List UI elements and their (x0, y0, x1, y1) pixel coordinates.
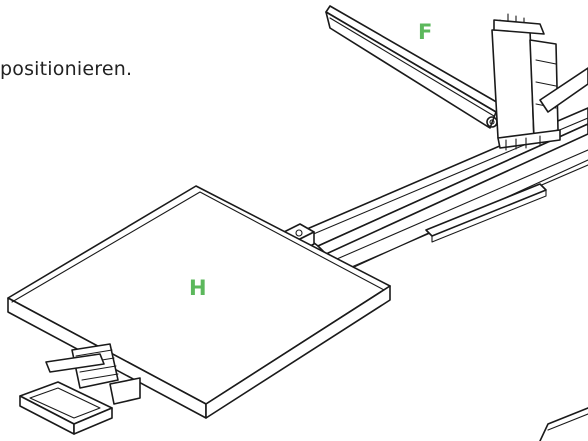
bracket-f (491, 13, 588, 151)
base-piece (19, 381, 113, 435)
instruction-text: positionieren. (0, 58, 133, 80)
rail-f (325, 5, 501, 129)
callout-f-label: F (418, 20, 433, 44)
callout-h-label: H (189, 276, 207, 300)
corner-element (539, 407, 588, 441)
bracket-h (45, 343, 141, 405)
